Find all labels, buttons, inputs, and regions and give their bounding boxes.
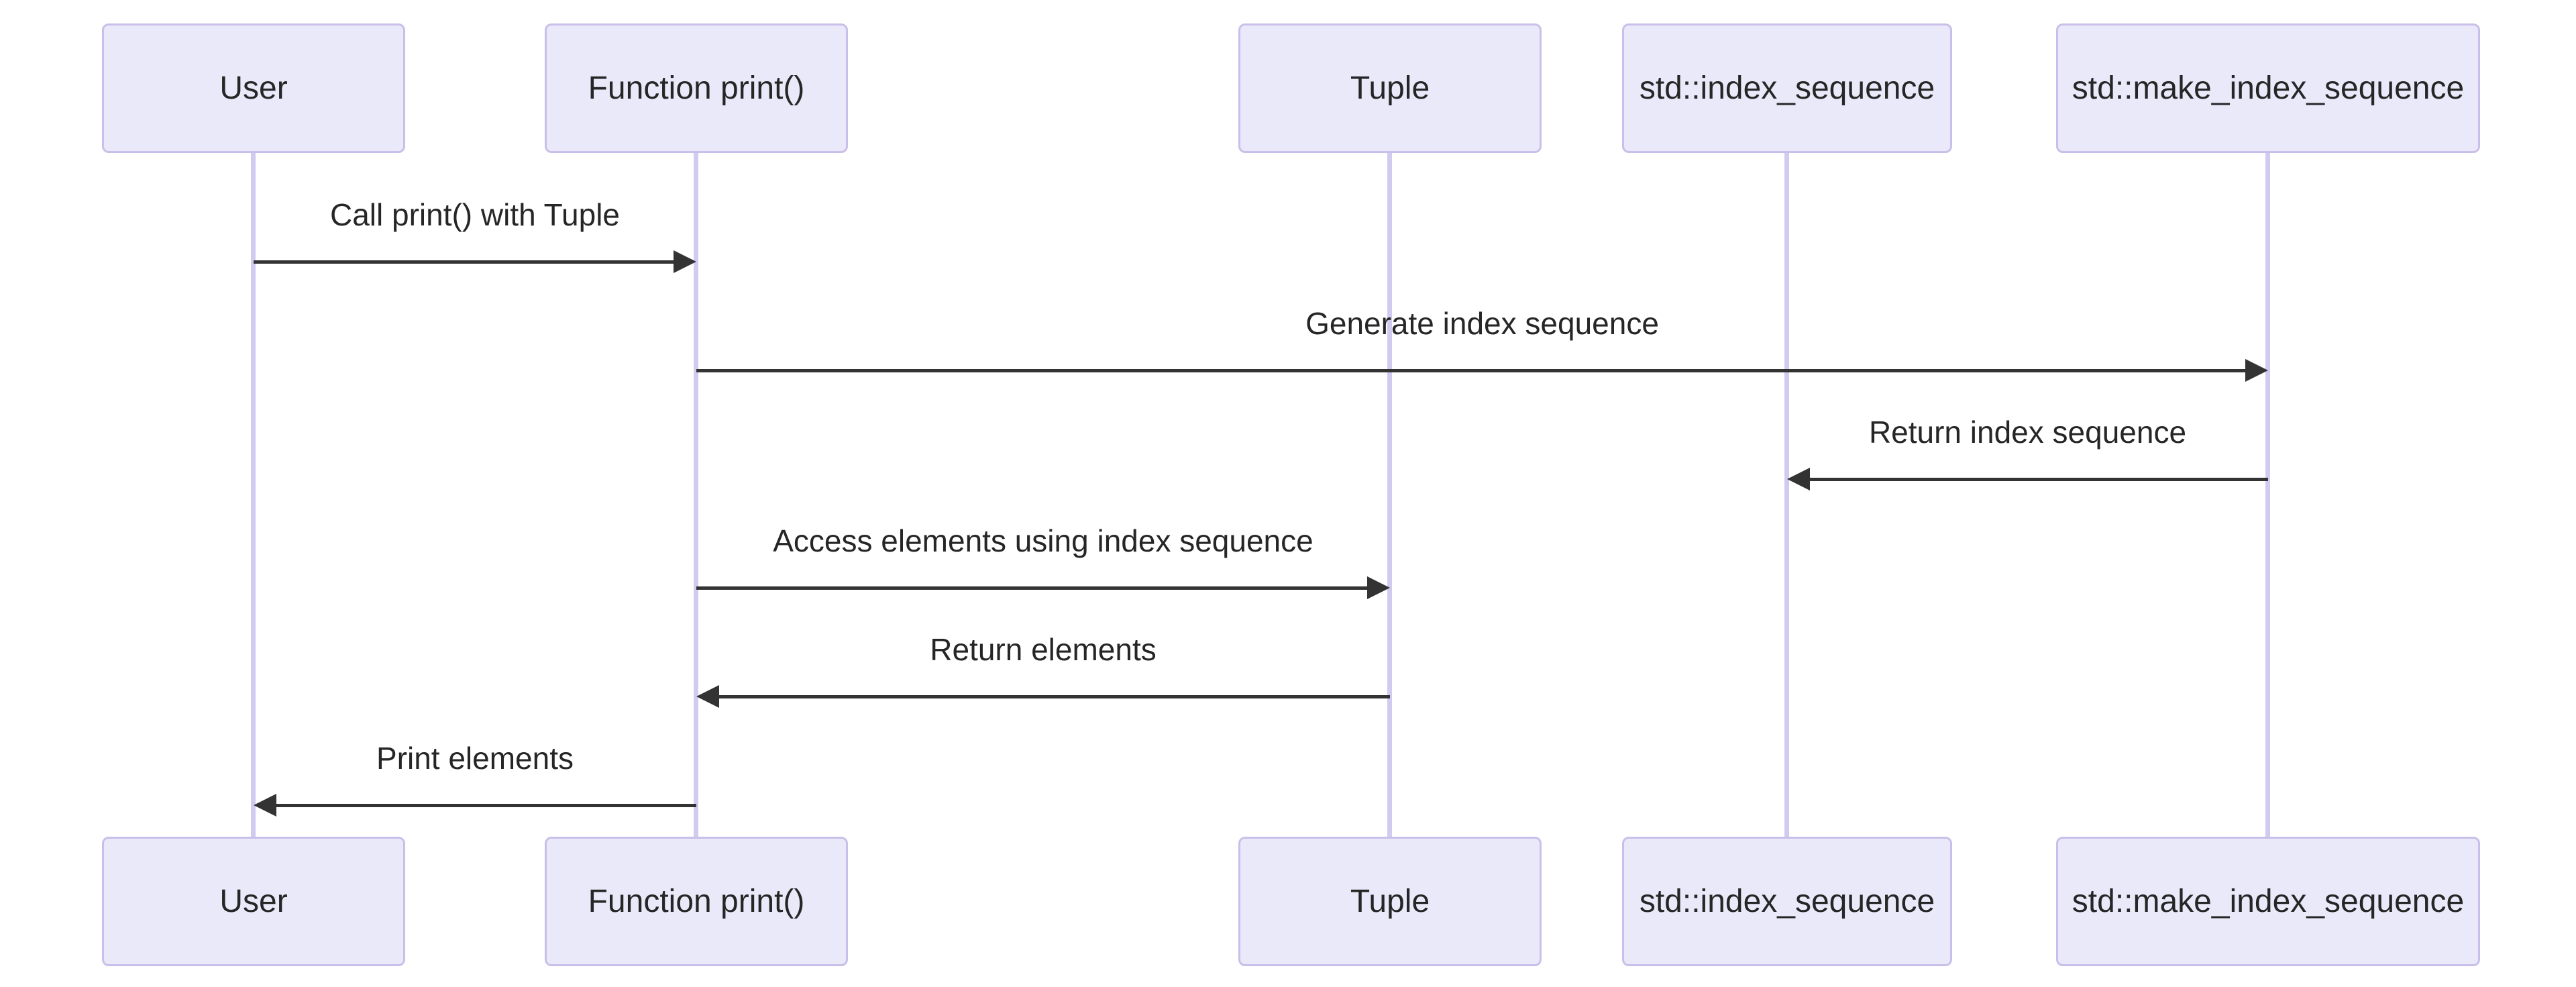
- lifeline-std-index-sequence: [1784, 153, 1789, 837]
- message-label-return-index-sequence: Return index sequence: [1868, 415, 2187, 450]
- actor-label: std::index_sequence: [1639, 70, 1935, 106]
- message-label-call-print-with-tuple: Call print() with Tuple: [329, 197, 621, 232]
- lifeline-user: [251, 153, 256, 837]
- actor-label: Function print(): [588, 884, 805, 919]
- lifeline-std-make-index-sequence: [2265, 153, 2270, 837]
- actor-top-std-index-sequence: std::index_sequence: [1622, 23, 1952, 153]
- message-label-access-elements: Access elements using index sequence: [773, 523, 1313, 558]
- arrowhead-right-icon: [674, 250, 696, 273]
- actor-label: Tuple: [1350, 70, 1430, 106]
- message-line: [254, 260, 674, 264]
- message-line: [696, 586, 1367, 590]
- actor-top-user: User: [102, 23, 405, 153]
- message-line: [1810, 478, 2268, 481]
- actor-label: Function print(): [588, 70, 805, 106]
- arrowhead-left-icon: [1787, 468, 1810, 490]
- actor-label: std::make_index_sequence: [2072, 884, 2465, 919]
- actor-bottom-user: User: [102, 837, 405, 966]
- actor-label: Tuple: [1350, 884, 1430, 919]
- actor-label: std::index_sequence: [1639, 884, 1935, 919]
- actor-top-tuple: Tuple: [1238, 23, 1542, 153]
- message-line: [276, 804, 696, 807]
- message-line: [719, 695, 1390, 698]
- arrowhead-right-icon: [1367, 576, 1390, 599]
- arrowhead-right-icon: [2245, 359, 2268, 382]
- actor-top-std-make-index-sequence: std::make_index_sequence: [2056, 23, 2480, 153]
- lifeline-function-print: [694, 153, 698, 837]
- message-label-print-elements: Print elements: [376, 741, 574, 776]
- actor-bottom-tuple: Tuple: [1238, 837, 1542, 966]
- message-label-generate-index-sequence: Generate index sequence: [1305, 306, 1659, 341]
- actor-label: std::make_index_sequence: [2072, 70, 2465, 106]
- actor-bottom-std-index-sequence: std::index_sequence: [1622, 837, 1952, 966]
- lifeline-tuple: [1387, 153, 1392, 837]
- arrowhead-left-icon: [696, 685, 719, 708]
- message-label-return-elements: Return elements: [930, 632, 1157, 667]
- message-line: [696, 369, 2245, 372]
- actor-top-function-print: Function print(): [545, 23, 848, 153]
- actor-label: User: [219, 70, 288, 106]
- actor-bottom-function-print: Function print(): [545, 837, 848, 966]
- actor-bottom-std-make-index-sequence: std::make_index_sequence: [2056, 837, 2480, 966]
- arrowhead-left-icon: [254, 794, 276, 817]
- actor-label: User: [219, 884, 288, 919]
